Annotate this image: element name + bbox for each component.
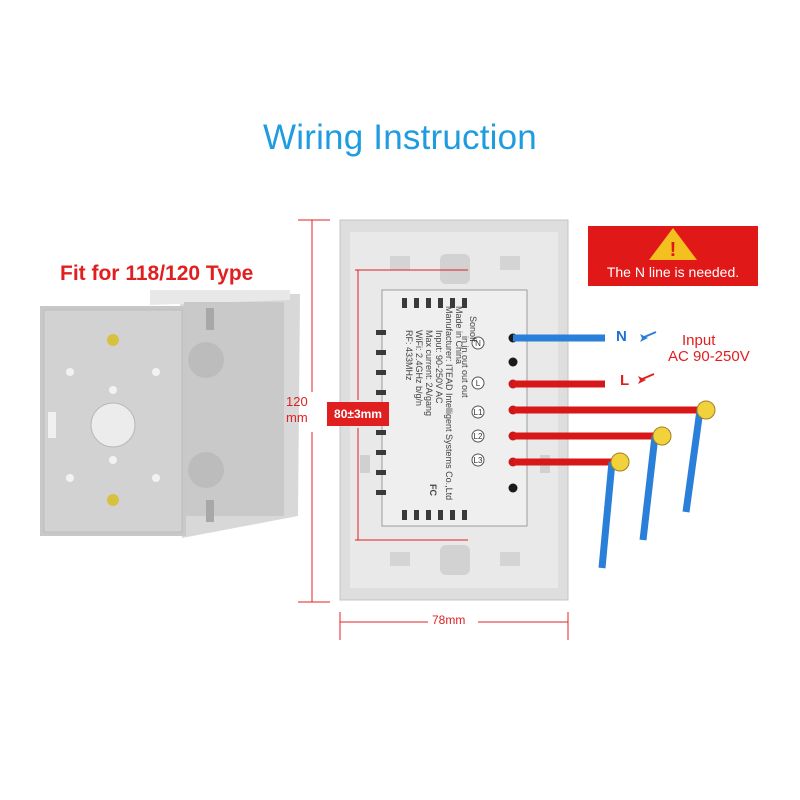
- terminal-l3: L3: [474, 456, 483, 465]
- terminal-l1: L1: [474, 408, 483, 417]
- inner-dimension: 80±3mm: [327, 402, 389, 426]
- module-text-0: Made in China: [454, 306, 464, 364]
- module-text-5: RF: 433MHz: [404, 330, 414, 381]
- junction-box: [40, 290, 300, 538]
- module-text-1: Manufacturer: ITEAD Intelligent Systems …: [444, 306, 454, 500]
- neutral-label: N: [616, 328, 627, 345]
- fc-mark: FC: [428, 484, 438, 496]
- box-type-label: Fit for 118/120 Type: [60, 262, 254, 285]
- switch-module: Sonoff Made in China Manufacturer: ITEAD…: [376, 289, 528, 527]
- input-label: Input: [682, 332, 716, 349]
- module-text-4: WiFi: 2.4GHz b/g/n: [414, 330, 424, 406]
- height-dimension: 120 mm: [286, 394, 308, 426]
- terminal-l: L: [476, 379, 481, 388]
- wires: [513, 334, 704, 569]
- input-voltage: AC 90-250V: [668, 348, 750, 365]
- page-title: Wiring Instruction: [263, 118, 537, 157]
- terminal-direction: in in out out out: [460, 336, 470, 398]
- module-text-3: Max current: 2A/gang: [424, 330, 434, 416]
- bulb-icon: [610, 400, 716, 472]
- input-arrows: [638, 331, 657, 384]
- dimension-lines: [298, 219, 569, 640]
- width-dimension: 78mm: [432, 613, 466, 627]
- warning-symbol: !: [670, 239, 677, 261]
- terminal-n: N: [475, 339, 481, 348]
- warning-text: The N line is needed.: [606, 264, 740, 280]
- live-label: L: [620, 372, 630, 389]
- module-text-2: Input: 90-250V AC: [434, 330, 444, 404]
- module-brand: Sonoff: [468, 316, 478, 342]
- height-dimension-text: 120 mm: [286, 394, 308, 425]
- terminal-l2: L2: [474, 432, 483, 441]
- warning-banner: ! The N line is needed.: [588, 226, 758, 286]
- warning-icon: !: [649, 228, 697, 261]
